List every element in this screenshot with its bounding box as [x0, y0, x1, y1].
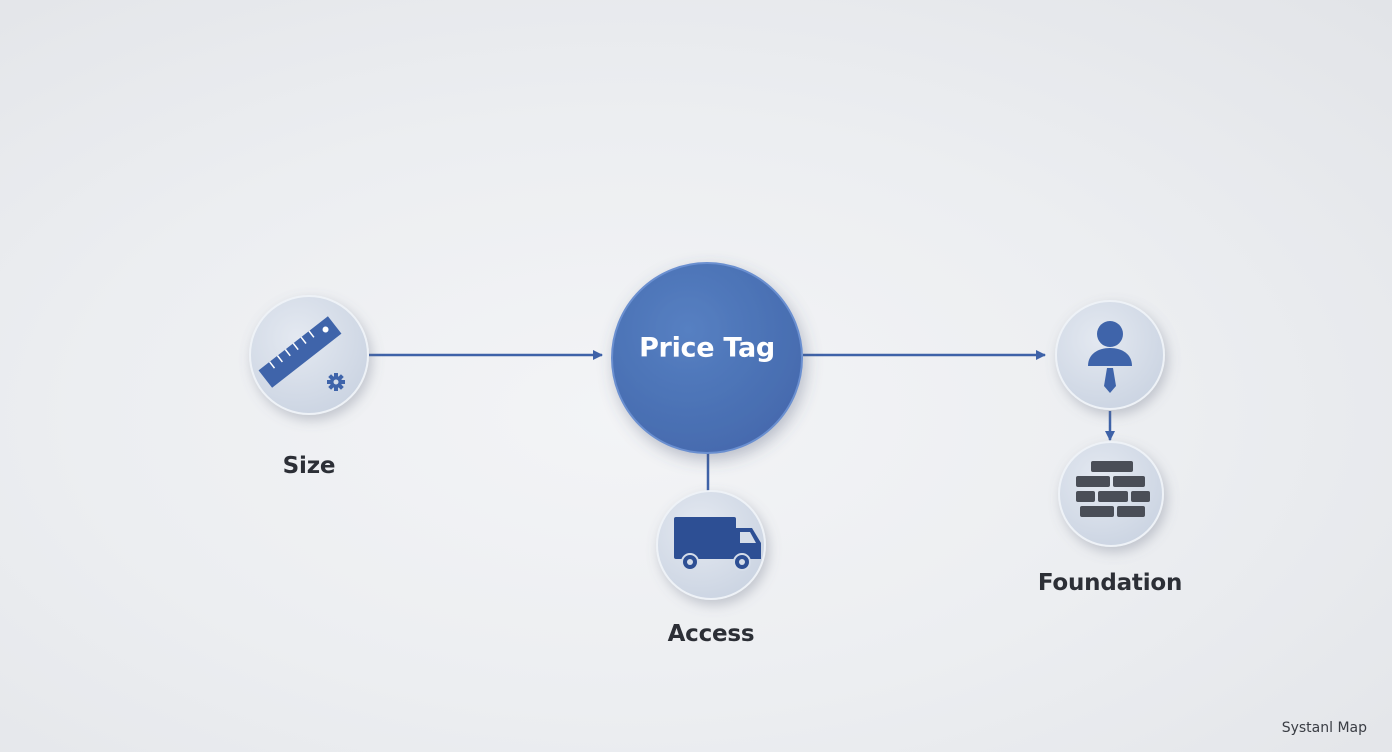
- node-price-tag[interactable]: [611, 262, 803, 454]
- node-foundation[interactable]: [1058, 441, 1164, 547]
- node-person[interactable]: [1055, 300, 1165, 410]
- price-tag-label: Price Tag: [639, 332, 775, 364]
- node-access[interactable]: [656, 490, 766, 600]
- brick-wall-icon: [1076, 461, 1150, 517]
- watermark-text: Systanl Map: [1281, 720, 1367, 736]
- ruler-gear-icon: [258, 316, 345, 391]
- node-size[interactable]: [249, 295, 369, 415]
- truck-icon: [674, 517, 761, 571]
- person-icon: [1088, 321, 1132, 393]
- foundation-label: Foundation: [1037, 570, 1183, 596]
- size-label: Size: [282, 453, 336, 479]
- access-label: Access: [667, 621, 755, 647]
- edges: [369, 350, 1115, 492]
